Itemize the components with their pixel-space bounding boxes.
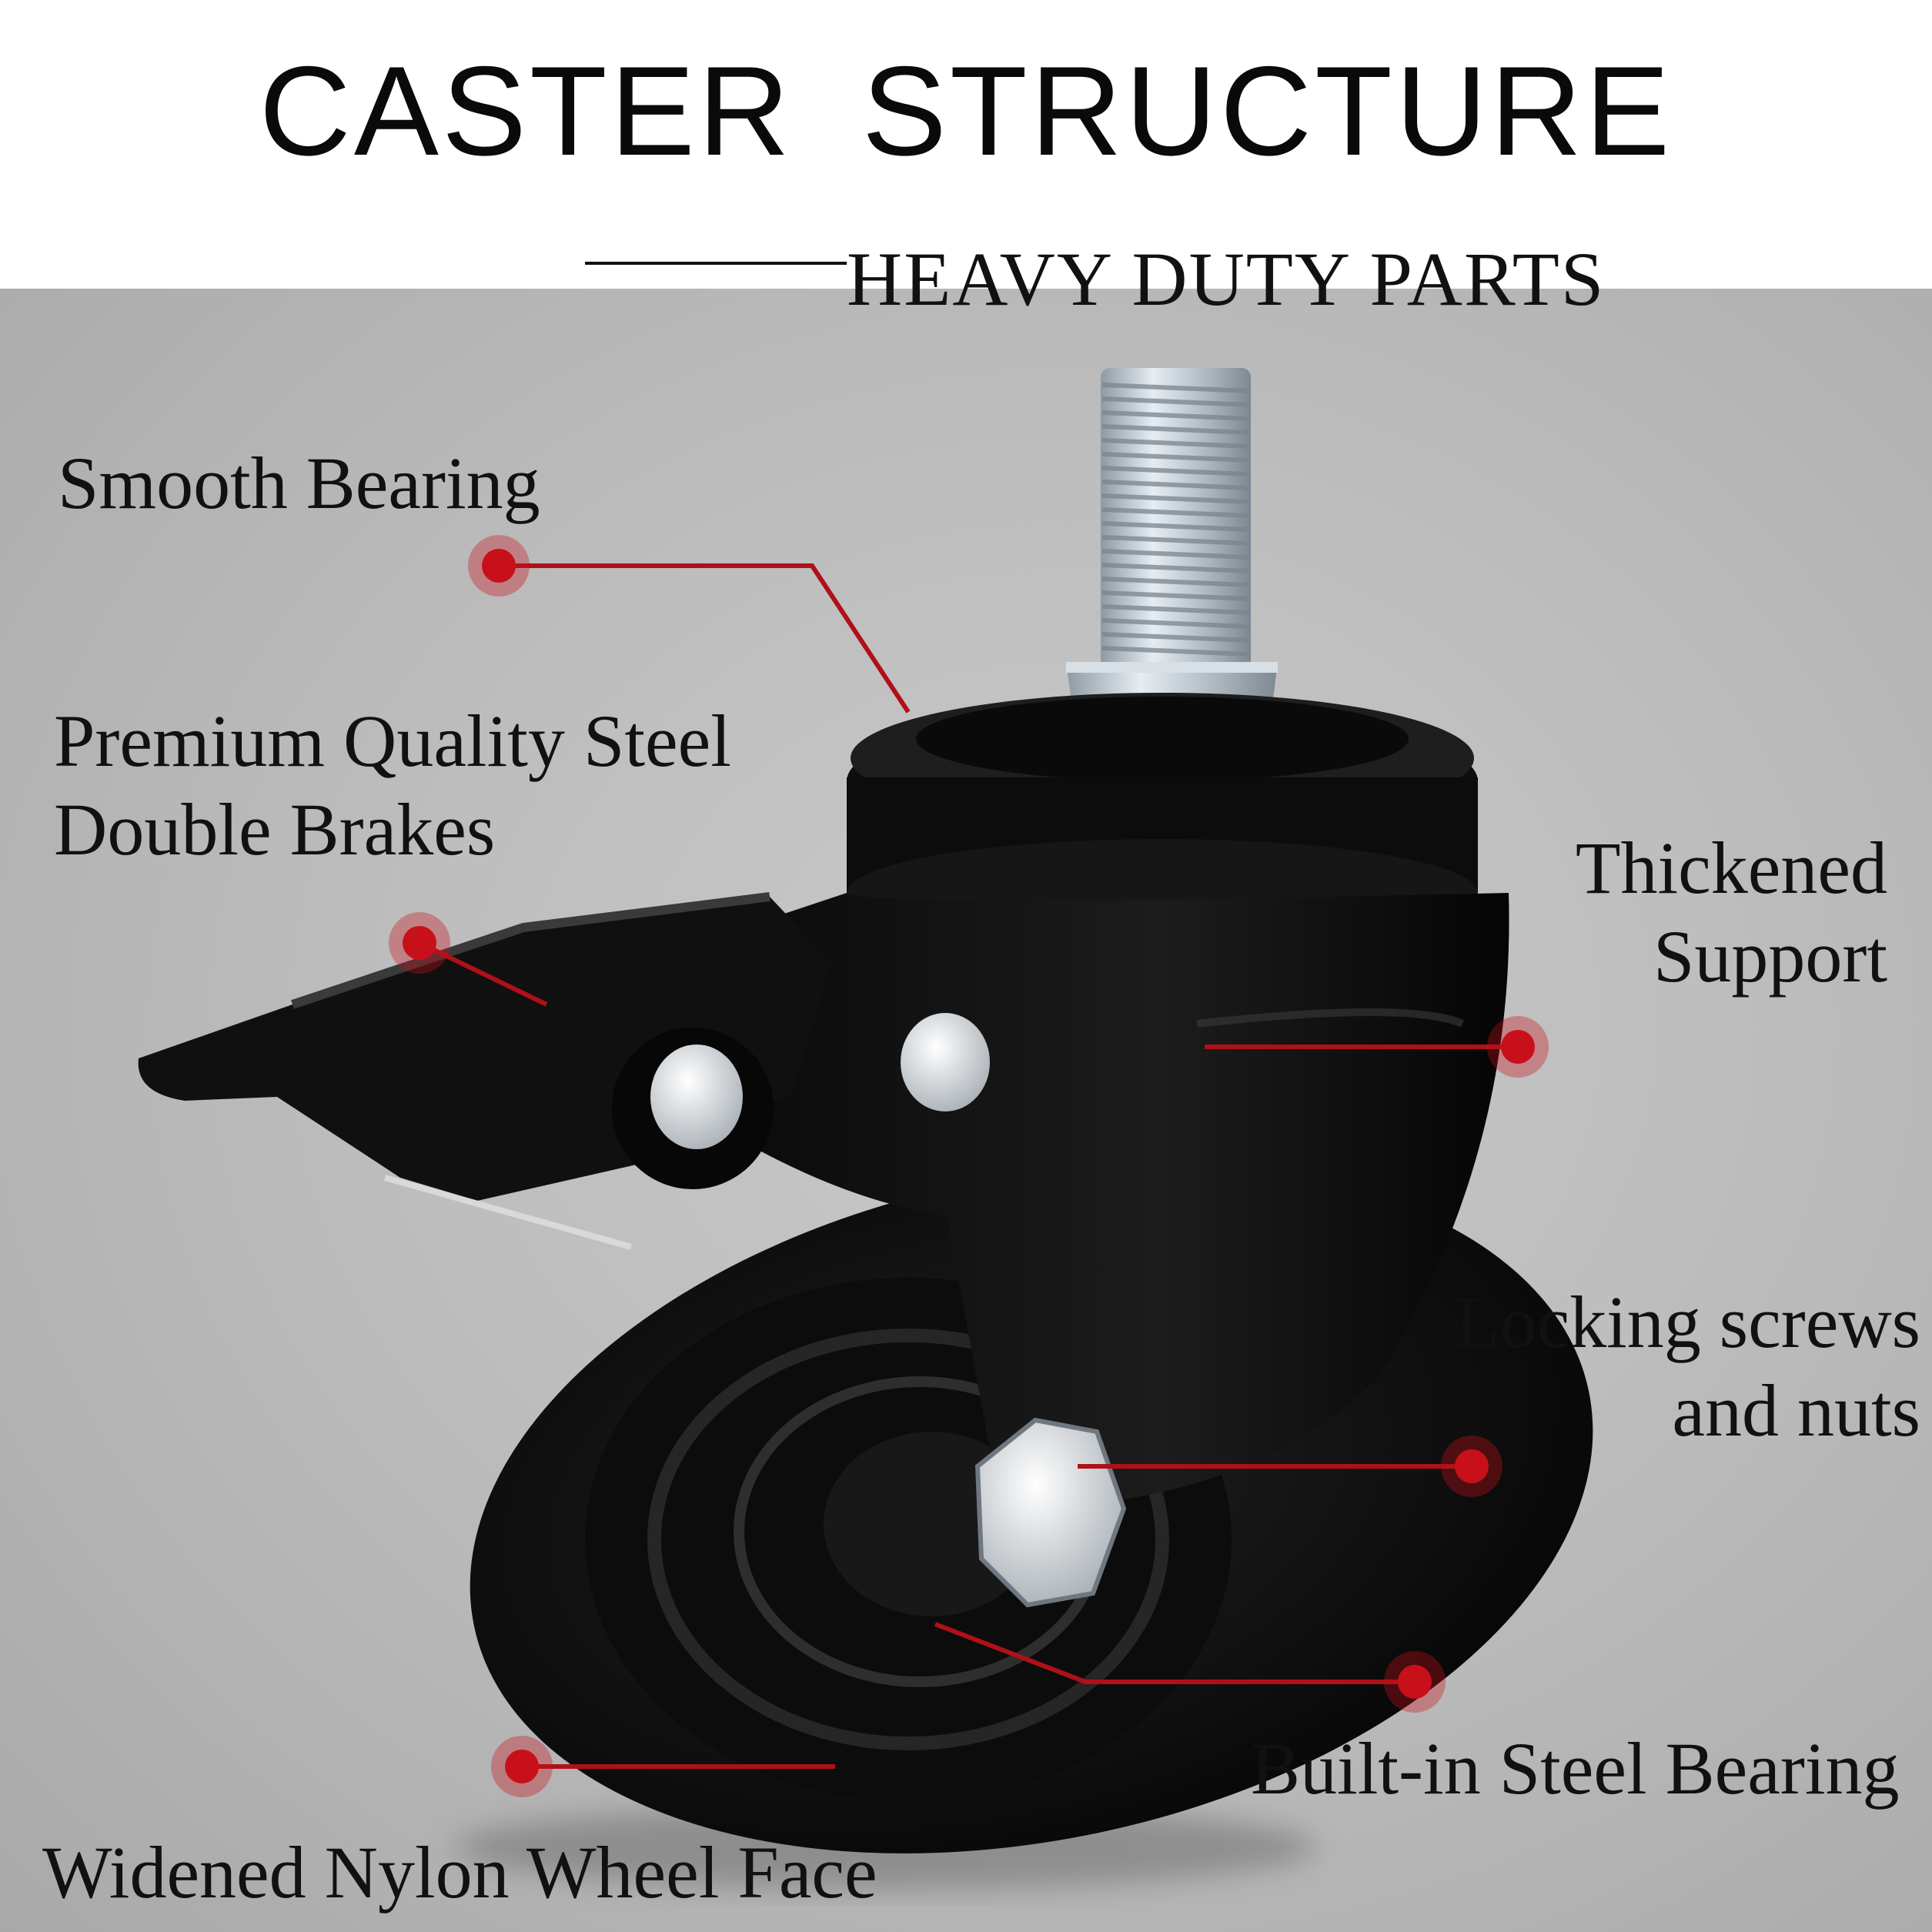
page-subtitle: HEAVY DUTY PARTS bbox=[847, 236, 1606, 322]
callout-line: Premium Quality Steel bbox=[54, 700, 731, 782]
callout-line: Double Brakes bbox=[54, 788, 496, 871]
thread-ridge bbox=[1101, 438, 1250, 449]
marker-dot-double-brakes bbox=[403, 926, 436, 960]
thread-ridge bbox=[1101, 646, 1250, 657]
leader-line-smooth-bearing bbox=[499, 563, 911, 714]
leader-line-steel-bearing bbox=[934, 1622, 1415, 1684]
thread-ridge bbox=[1101, 396, 1250, 407]
leader-line-double-brakes bbox=[418, 941, 548, 1007]
thread-ridge bbox=[1101, 604, 1250, 615]
thread-ridge bbox=[1101, 424, 1250, 435]
callout-line: Locking screws bbox=[1454, 1281, 1920, 1363]
thread-ridge bbox=[1101, 618, 1250, 629]
callout-layer bbox=[389, 535, 1549, 1797]
callout-wheel-face: Widened Nylon Wheel Face bbox=[42, 1828, 877, 1917]
callout-line: Support bbox=[1653, 915, 1887, 998]
thread-ridge bbox=[1101, 535, 1250, 546]
callout-line: Thickened bbox=[1575, 827, 1887, 909]
callout-steel-bearing: Built-in Steel Bearing bbox=[1251, 1724, 1900, 1813]
callout-line: and nuts bbox=[1672, 1369, 1920, 1452]
rivets bbox=[650, 1013, 990, 1149]
subtitle-rule bbox=[585, 262, 847, 265]
marker-dot-wheel-face bbox=[505, 1750, 539, 1783]
thread-ridge bbox=[1101, 632, 1250, 643]
thread-ridge bbox=[1101, 493, 1250, 504]
thread-ridge bbox=[1101, 549, 1250, 560]
marker-dot-smooth-bearing bbox=[482, 549, 516, 583]
thread-ridge bbox=[1101, 383, 1250, 393]
callout-line: Built-in Steel Bearing bbox=[1251, 1727, 1900, 1810]
thread-ridge bbox=[1101, 563, 1250, 573]
page-title: CASTER STRUCTURE bbox=[259, 40, 1673, 182]
marker-dot-thickened-support bbox=[1501, 1030, 1535, 1064]
top-plate bbox=[847, 693, 1478, 947]
thread-ridge bbox=[1101, 410, 1250, 421]
thread-ridge bbox=[1101, 452, 1250, 463]
callout-smooth-bearing: Smooth Bearing bbox=[58, 439, 540, 527]
threaded-stem bbox=[1066, 368, 1278, 735]
thread-ridge bbox=[1101, 521, 1250, 532]
header-band bbox=[0, 0, 1932, 289]
thread-ridge bbox=[1101, 480, 1250, 490]
callout-line: Widened Nylon Wheel Face bbox=[42, 1831, 877, 1914]
thread-ridge bbox=[1101, 507, 1250, 518]
thread-ridge bbox=[1101, 466, 1250, 476]
callout-line: Smooth Bearing bbox=[58, 442, 540, 524]
thread-ridge bbox=[1101, 590, 1250, 601]
marker-dot-steel-bearing bbox=[1398, 1665, 1432, 1699]
thread-ridge bbox=[1101, 577, 1250, 587]
marker-dot-locking-screws bbox=[1455, 1449, 1489, 1483]
